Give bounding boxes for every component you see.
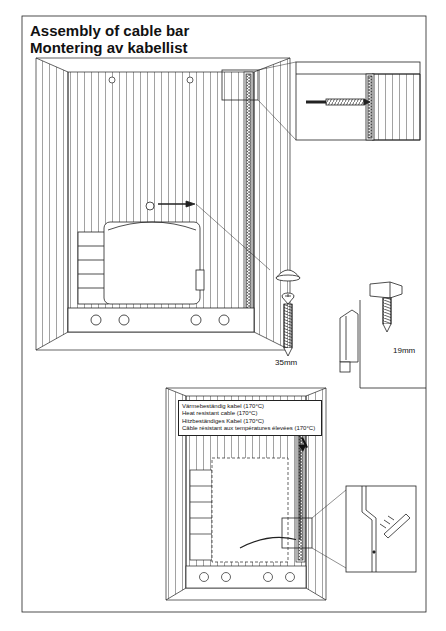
note-box: Värmebeständig kabel (170°C)Heat resista…	[178, 400, 322, 436]
screw-35mm	[276, 270, 300, 356]
frame	[22, 16, 426, 612]
arrowhead	[299, 444, 307, 451]
dimension: 19mm	[392, 346, 416, 356]
detail-zoom	[258, 62, 420, 140]
title-swedish: Montering av kabellist	[30, 39, 188, 56]
dimension: 35mm	[274, 358, 298, 368]
sauna-room-lower	[166, 388, 346, 600]
title: Assembly of cable bar	[30, 22, 189, 39]
sauna-room	[36, 58, 290, 350]
note-text: Hitzbeständiges Kabel (170°C)	[182, 418, 318, 425]
note-text: Câble résistant aux températures élevées…	[182, 425, 318, 432]
note-text: Värmebeständig kabel (170°C)	[182, 403, 318, 410]
bracket-19mm	[340, 282, 426, 388]
detail-clip	[346, 486, 416, 572]
note-text: Heat resistant cable (170°C)	[182, 410, 318, 417]
heater	[68, 201, 270, 332]
